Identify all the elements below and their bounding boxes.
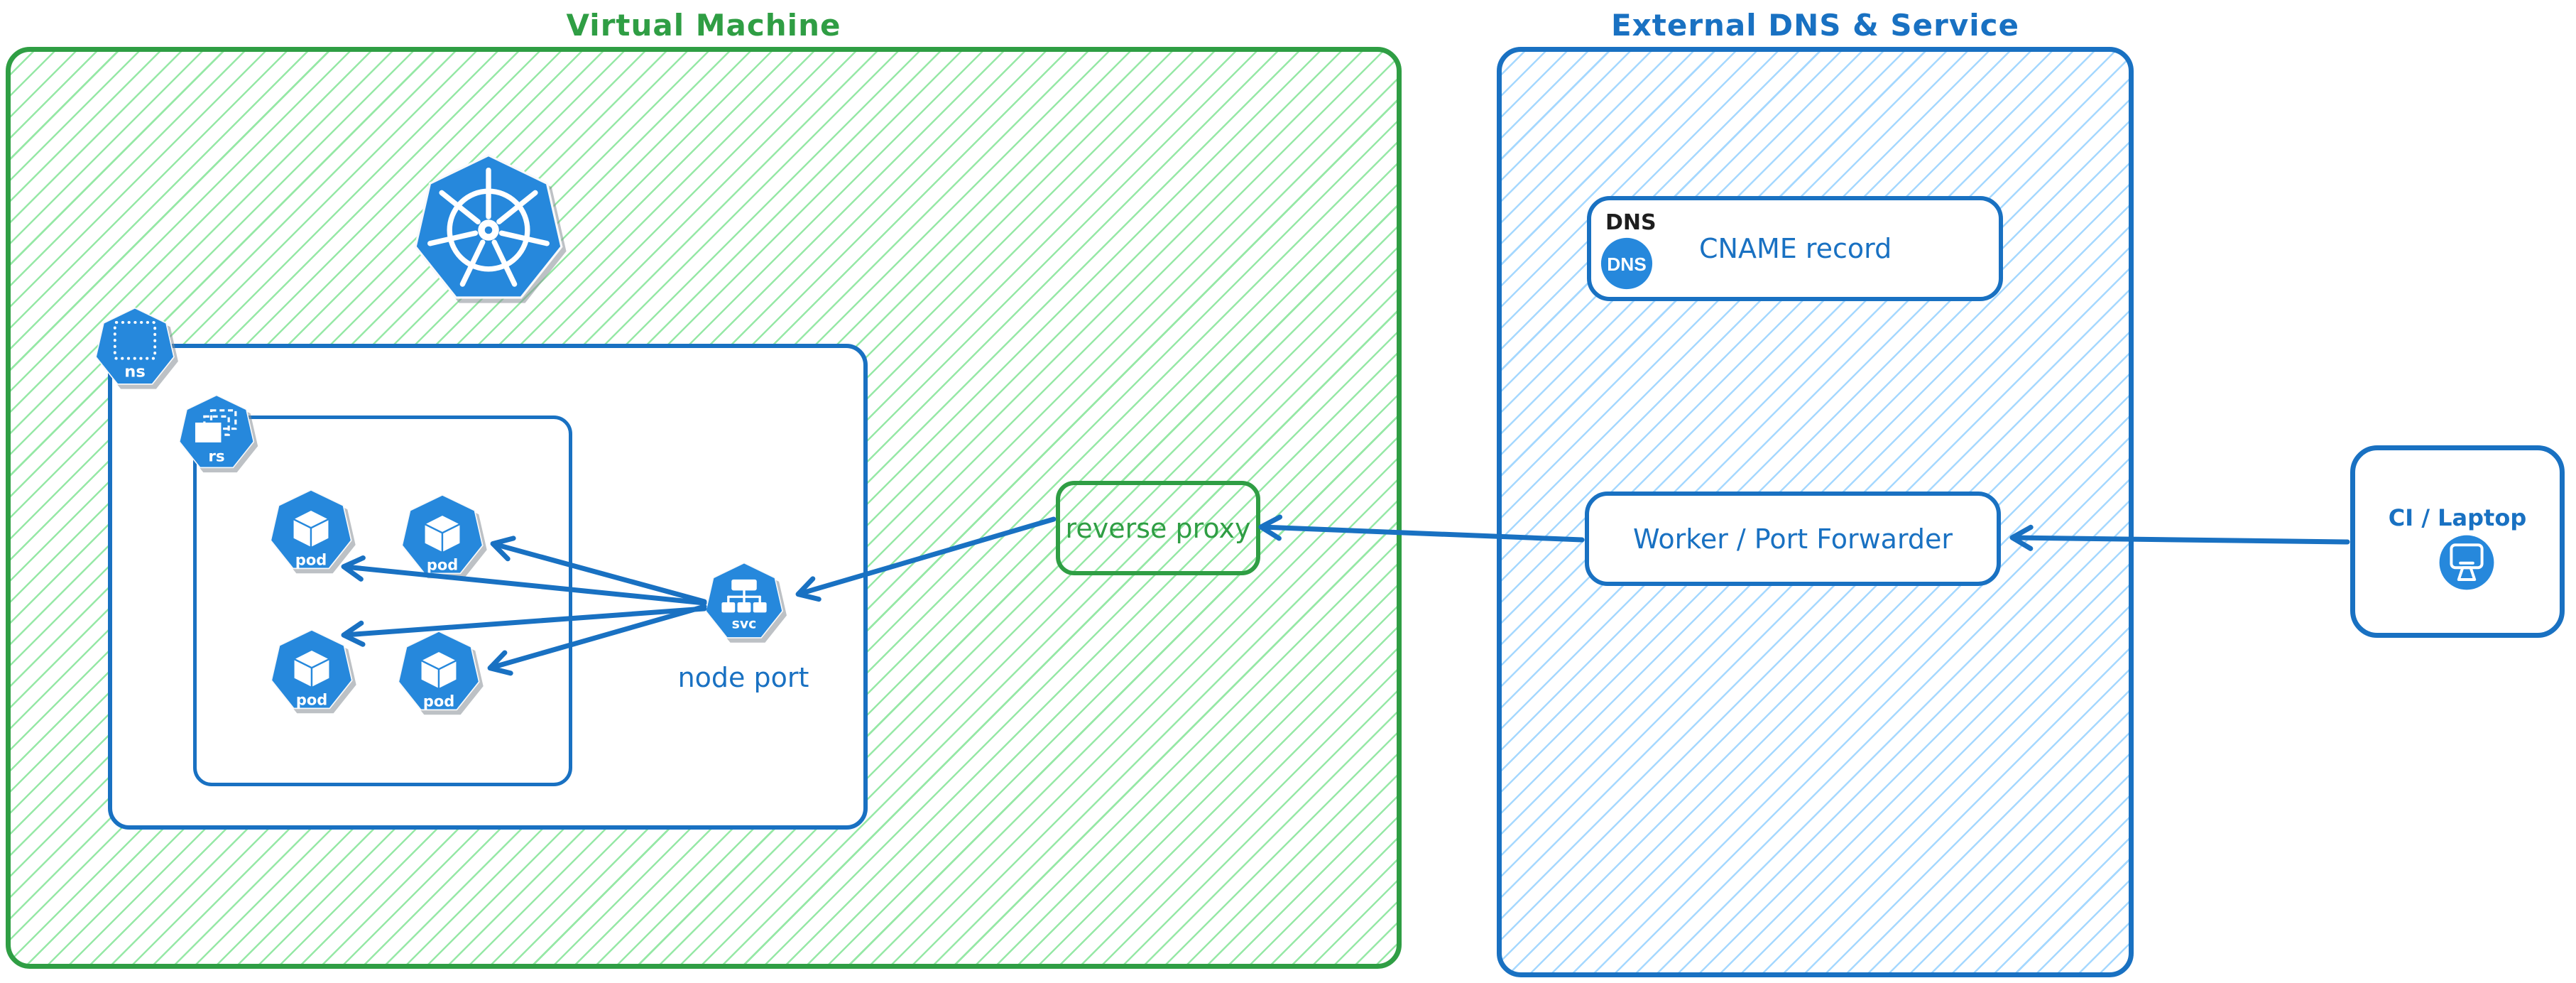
dns-icon: DNS — [1600, 237, 1653, 290]
replicaset-icon[interactable]: rs — [175, 391, 258, 475]
pod-icon-label: pod — [427, 557, 458, 574]
node-port-caption: node port — [677, 662, 809, 693]
pod-icon-label: pod — [295, 552, 327, 569]
service-icon[interactable]: svc — [701, 559, 787, 646]
ci-laptop-label: CI / Laptop — [2388, 504, 2527, 531]
pod-icon-label: pod — [423, 693, 454, 710]
namespace-icon[interactable]: ns — [91, 304, 179, 392]
service-icon-label: svc — [732, 617, 757, 632]
dns-icon-text: DNS — [1607, 254, 1647, 275]
dns-tag-label: DNS — [1605, 210, 1657, 235]
pod-icon-1[interactable]: pod — [266, 486, 356, 577]
pod-icon-4[interactable]: pod — [393, 627, 484, 718]
worker-port-forwarder-box[interactable]: Worker / Port Forwarder — [1585, 492, 2001, 586]
pod-icon-label: pod — [296, 692, 327, 709]
reverse-proxy-label: reverse proxy — [1065, 512, 1251, 544]
pod-icon-2[interactable]: pod — [397, 491, 488, 582]
namespace-icon-label: ns — [124, 363, 145, 381]
external-dns-region-title: External DNS & Service — [1610, 7, 2020, 43]
cname-record-label: CNAME record — [1699, 233, 1892, 264]
reverse-proxy-box[interactable]: reverse proxy — [1056, 481, 1260, 575]
replicaset-icon-label: rs — [208, 448, 224, 466]
vm-region-title: Virtual Machine — [566, 7, 841, 43]
pod-icon-3[interactable]: pod — [266, 626, 357, 717]
kubernetes-logo-icon[interactable] — [406, 148, 571, 313]
worker-port-forwarder-label: Worker / Port Forwarder — [1632, 523, 1953, 555]
laptop-monitor-icon — [2439, 535, 2494, 590]
dns-record-box[interactable]: DNS DNS CNAME record — [1587, 196, 2003, 301]
